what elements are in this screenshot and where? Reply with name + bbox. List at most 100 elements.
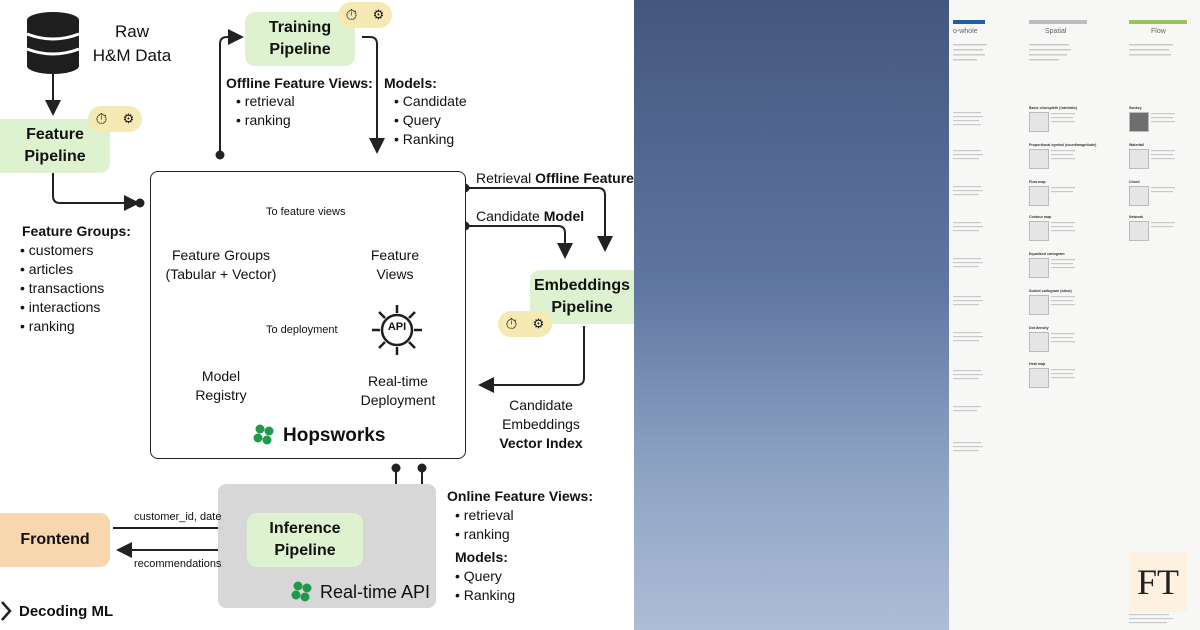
to-deployment-label: To deployment [264, 323, 340, 337]
chart-thumbnail [1129, 221, 1149, 241]
section-heading: Dot density [1029, 326, 1049, 330]
api-text: API [387, 321, 407, 333]
chart-thumbnail [1029, 295, 1049, 315]
customer-id-date-label: customer_id, date [134, 511, 222, 523]
retrieval-normal: Retrieval [476, 170, 536, 186]
feature-views-label: Feature Views [360, 246, 430, 284]
feature-pipeline-line1: Feature [26, 126, 84, 143]
candidate-model-bold: Model [543, 208, 585, 224]
column-heading: Flow [1151, 28, 1166, 35]
section-heading: Heat map [1029, 362, 1046, 366]
online-feature-views-list: retrieval ranking [455, 506, 514, 544]
raw-data-label: Raw H&M Data [88, 20, 176, 68]
feature-groups-line2: (Tabular + Vector) [165, 266, 277, 282]
models-top-title: Models: [384, 75, 437, 91]
list-item: Query [394, 111, 467, 130]
list-item: ranking [455, 525, 514, 544]
api-gear-icon: API [368, 301, 426, 359]
list-item: interactions [20, 298, 104, 317]
section-heading: Proportional symbol (count/magnitude) [1029, 143, 1097, 147]
chart-thumbnail [1029, 368, 1049, 388]
list-item: customers [20, 241, 104, 260]
model-registry-label: Model Registry [181, 367, 261, 405]
hopsworks-logo-icon [252, 423, 278, 447]
embeddings-line1: Embeddings [533, 277, 630, 294]
list-item: ranking [236, 111, 295, 130]
vector-index-label: Vector Index [499, 435, 583, 451]
ft-visual-vocabulary-poster: o-whole Spatial Flow Basic choropleth (r… [949, 0, 1200, 630]
model-registry-line2: Registry [195, 387, 247, 403]
chart-thumbnail [1029, 186, 1049, 206]
list-item: transactions [20, 279, 104, 298]
realtime-deployment-line1: Real-time [368, 373, 428, 389]
chart-thumbnail [1029, 258, 1049, 278]
raw-data-line1: Raw [114, 22, 149, 41]
section-heading: Waterfall [1129, 143, 1145, 147]
inference-line1: Inference [269, 520, 341, 537]
gears-icon: ⚙ [532, 316, 545, 331]
training-line1: Training [268, 19, 332, 36]
timer-icon: ⏱ [95, 110, 108, 128]
list-item: Ranking [394, 130, 467, 149]
retrieval-bold: Offline Feature Vie [535, 170, 634, 186]
candidate-model-label: Candidate Model [476, 207, 584, 226]
chart-thumbnail [1129, 112, 1149, 132]
section-heading: Contour map [1029, 215, 1052, 219]
raw-data-line2: H&M Data [92, 46, 172, 65]
training-schedule-tag: ⏱ ⚙ [338, 2, 392, 28]
chart-thumbnail [1129, 149, 1149, 169]
raw-data-database-icon [26, 12, 80, 74]
feature-views-line1: Feature [370, 247, 420, 263]
feature-groups-line1: Feature Groups [171, 247, 271, 263]
models-bottom-list: Query Ranking [455, 567, 515, 605]
realtime-deployment-label: Real-time Deployment [356, 372, 440, 410]
embeddings-line2: Pipeline [551, 299, 613, 316]
section-heading: Network [1129, 215, 1144, 219]
feature-groups-label: Feature Groups (Tabular + Vector) [158, 246, 284, 284]
online-feature-views-title: Online Feature Views: [447, 488, 594, 504]
sky-gradient-panel [634, 0, 949, 630]
column-heading: Spatial [1045, 28, 1067, 35]
section-heading: Basic choropleth (rate/ratio) [1029, 106, 1077, 110]
section-heading: Scaled cartogram (value) [1029, 289, 1072, 293]
candidate-embeddings-line1: Candidate Embeddings [502, 397, 580, 432]
model-registry-line1: Model [201, 368, 241, 384]
embeddings-schedule-tag: ⏱ ⚙ [498, 311, 552, 337]
feature-pipeline-line2: Pipeline [24, 148, 86, 165]
inference-line2: Pipeline [274, 542, 336, 559]
feature-groups-list: customers articles transactions interact… [20, 241, 104, 336]
candidate-embeddings-label: Candidate Embeddings Vector Index [470, 396, 612, 453]
chart-thumbnail [1029, 332, 1049, 352]
chart-thumbnail [1129, 186, 1149, 206]
models-bottom-title: Models: [455, 549, 508, 565]
retrieval-offline-label: Retrieval Offline Feature Vie [476, 169, 634, 188]
decoding-ml-brand: Decoding ML [19, 603, 114, 620]
feature-groups-title: Feature Groups: [22, 223, 131, 239]
timer-icon: ⏱ [345, 6, 358, 24]
section-heading: Chord [1129, 180, 1140, 184]
chart-thumbnail [1029, 221, 1049, 241]
realtime-api-label: Real-time API [320, 582, 431, 602]
column-bar [1129, 20, 1187, 24]
gears-icon: ⚙ [372, 7, 385, 22]
training-line2: Pipeline [269, 41, 331, 58]
hopsworks-logo-icon [290, 580, 316, 604]
column-bar [953, 20, 985, 24]
ft-logo: FT [1129, 552, 1187, 612]
gears-icon: ⚙ [122, 111, 135, 126]
feature-schedule-tag: ⏱ ⚙ [88, 106, 142, 132]
list-item: retrieval [455, 506, 514, 525]
decoding-ml-logo-icon [0, 600, 14, 622]
timer-icon: ⏱ [505, 315, 518, 333]
column-heading: o-whole [953, 28, 978, 35]
recommendations-label: recommendations [134, 558, 222, 570]
list-item: ranking [20, 317, 104, 336]
section-heading: Equalised cartogram [1029, 252, 1065, 256]
to-feature-views-label: To feature views [264, 205, 348, 219]
list-item: Candidate [394, 92, 467, 111]
models-top-list: Candidate Query Ranking [394, 92, 467, 149]
frontend-box: Frontend [0, 513, 110, 567]
